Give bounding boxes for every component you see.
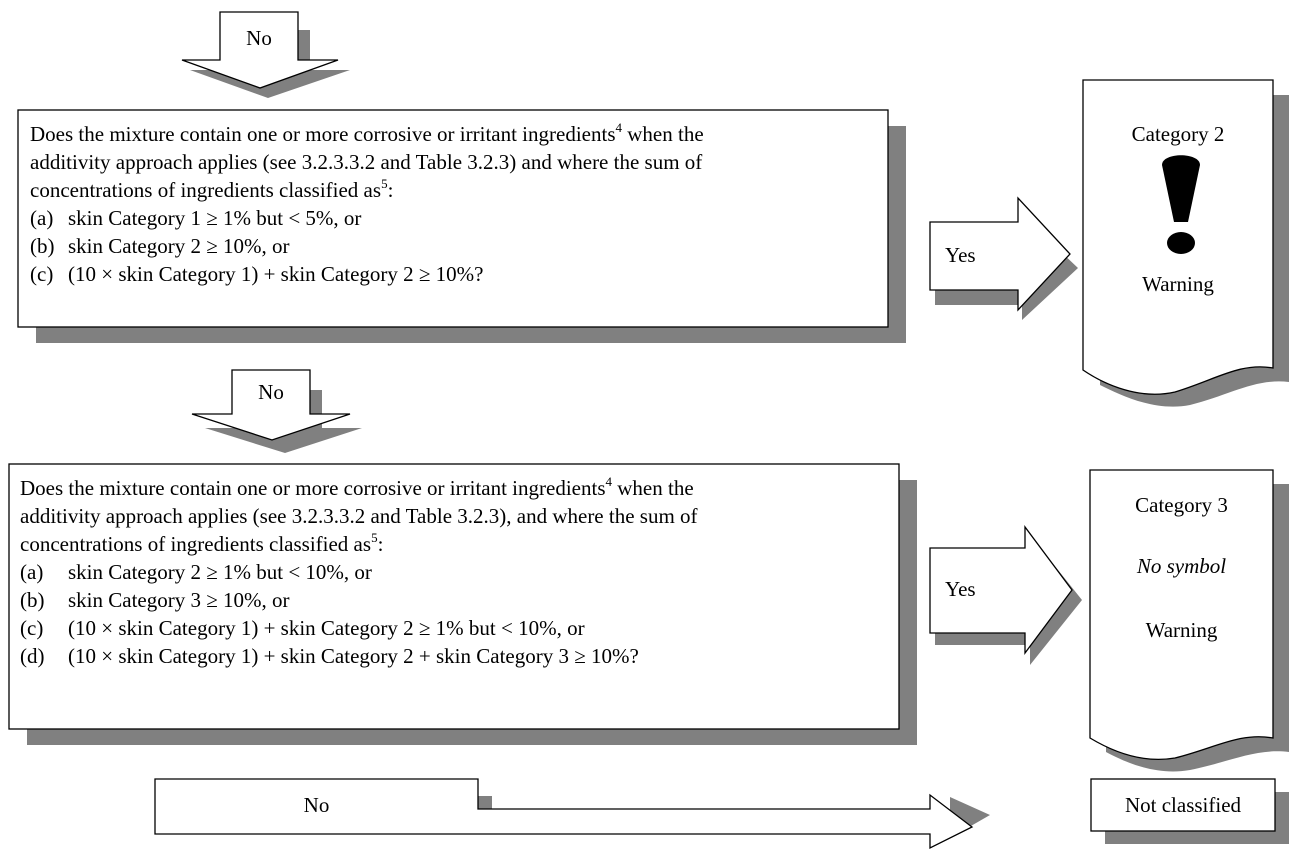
yes-arrow-1-label: Yes [945, 243, 976, 267]
result-2-signal: Warning [1145, 618, 1218, 642]
question-2-line-2: additivity approach applies (see 3.2.3.3… [20, 504, 698, 528]
question-1-text: Does the mixture contain one or more cor… [30, 120, 880, 288]
question-2-item-c: (c)(10 × skin Category 1) + skin Categor… [20, 616, 585, 640]
question-1-line-3: concentrations of ingredients classified… [30, 176, 394, 202]
question-1-item-c: (c)(10 × skin Category 1) + skin Categor… [30, 262, 484, 286]
no-arrow-top-label: No [246, 26, 272, 50]
question-1-box [17, 109, 889, 328]
result-1-signal: Warning [1142, 272, 1214, 296]
result-3-box [1090, 778, 1276, 832]
question-2-item-a: (a)skin Category 2 ≥ 1% but < 10%, or [20, 560, 372, 584]
question-1-line-2: additivity approach applies (see 3.2.3.3… [30, 150, 703, 174]
no-arrow-middle [191, 369, 362, 453]
yes-arrow-1 [929, 196, 1078, 320]
result-2-box [1089, 469, 1274, 761]
result-3-title: Not classified [1124, 793, 1242, 817]
result-2-symbol-text: No symbol [1136, 554, 1227, 578]
no-arrow-middle-label: No [258, 380, 284, 404]
question-2-item-b: (b)skin Category 3 ≥ 10%, or [20, 588, 290, 612]
question-2-line-3: concentrations of ingredients classified… [20, 530, 384, 556]
question-2-text: Does the mixture contain one or more cor… [20, 474, 890, 670]
question-2-item-d: (d)(10 × skin Category 1) + skin Categor… [20, 644, 639, 668]
question-1-item-b: (b)skin Category 2 ≥ 10%, or [30, 234, 290, 258]
yes-arrow-2 [929, 525, 1082, 665]
result-2-title: Category 3 [1135, 493, 1228, 517]
question-2-box [8, 463, 900, 730]
no-arrow-bottom [154, 778, 990, 850]
no-arrow-bottom-label: No [303, 793, 330, 817]
question-1-item-a: (a)skin Category 1 ≥ 1% but < 5%, or [30, 206, 362, 230]
yes-arrow-2-label: Yes [945, 577, 976, 601]
question-2-line-1: Does the mixture contain one or more cor… [20, 474, 694, 500]
question-1-line-1: Does the mixture contain one or more cor… [30, 120, 704, 146]
result-1-title: Category 2 [1131, 122, 1225, 146]
no-arrow-top [181, 11, 350, 98]
exclamation-mark-icon [1162, 155, 1200, 254]
